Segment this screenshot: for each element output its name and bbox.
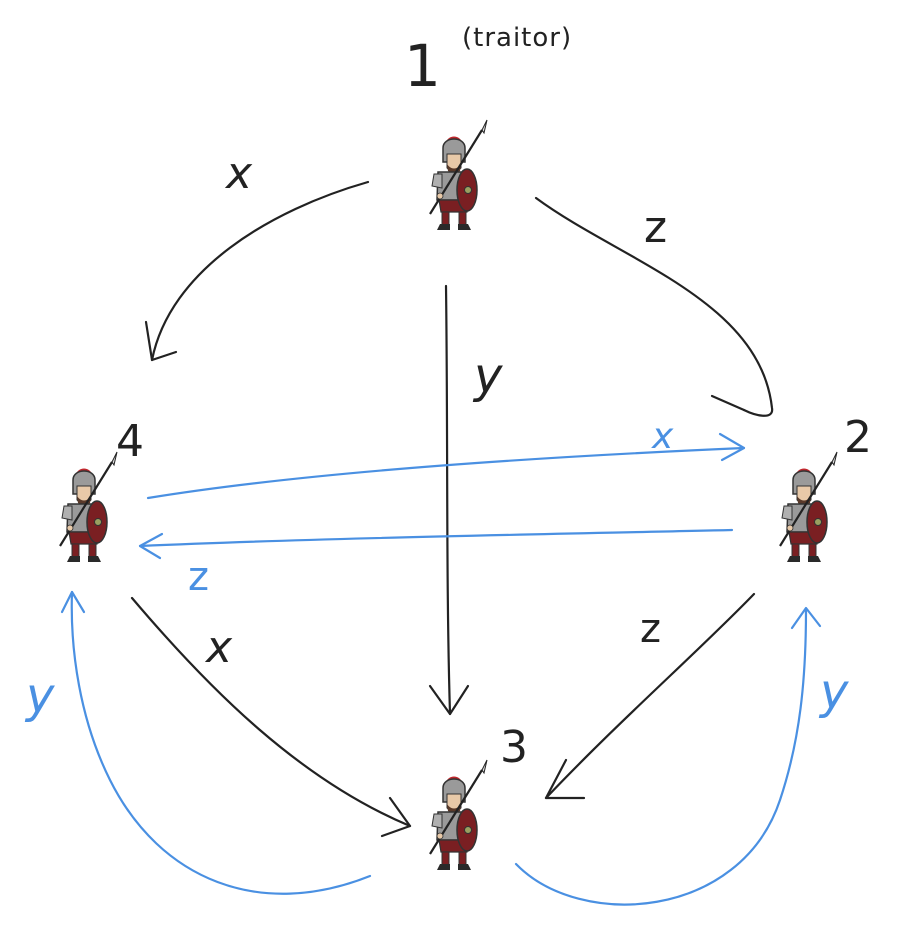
general-3-icon [428,758,489,872]
edge-label-1-2: z [644,202,667,253]
general-1-icon [428,118,489,232]
general-4-icon [58,450,119,564]
edge-label-4-3: x [204,622,233,673]
edge-1-to-3 [428,284,470,716]
general-3-label: 3 [500,722,528,773]
general-2-label: 2 [844,412,872,463]
edge-label-4-2: x [651,416,674,457]
edge-label-3-4: y [24,668,55,724]
edge-label-1-4: x [224,148,253,199]
edge-2-to-3 [544,592,756,800]
edge-label-3-2: y [818,664,849,720]
edge-label-2-3: z [640,606,661,652]
edge-3-to-4 [60,590,372,895]
edge-2-to-4 [138,528,734,560]
edge-4-to-3 [130,596,412,838]
general-1-label: 1 [404,32,441,100]
traitor-note: (traitor) [462,23,572,53]
edge-3-to-2 [514,606,822,906]
edge-label-2-4: z [188,554,209,600]
edge-label-1-3: y [472,348,503,404]
general-2-icon [778,450,839,564]
edge-1-to-4 [144,180,370,362]
general-4-label: 4 [116,416,144,467]
edge-4-to-2 [146,432,746,500]
edge-1-to-2 [534,196,774,417]
